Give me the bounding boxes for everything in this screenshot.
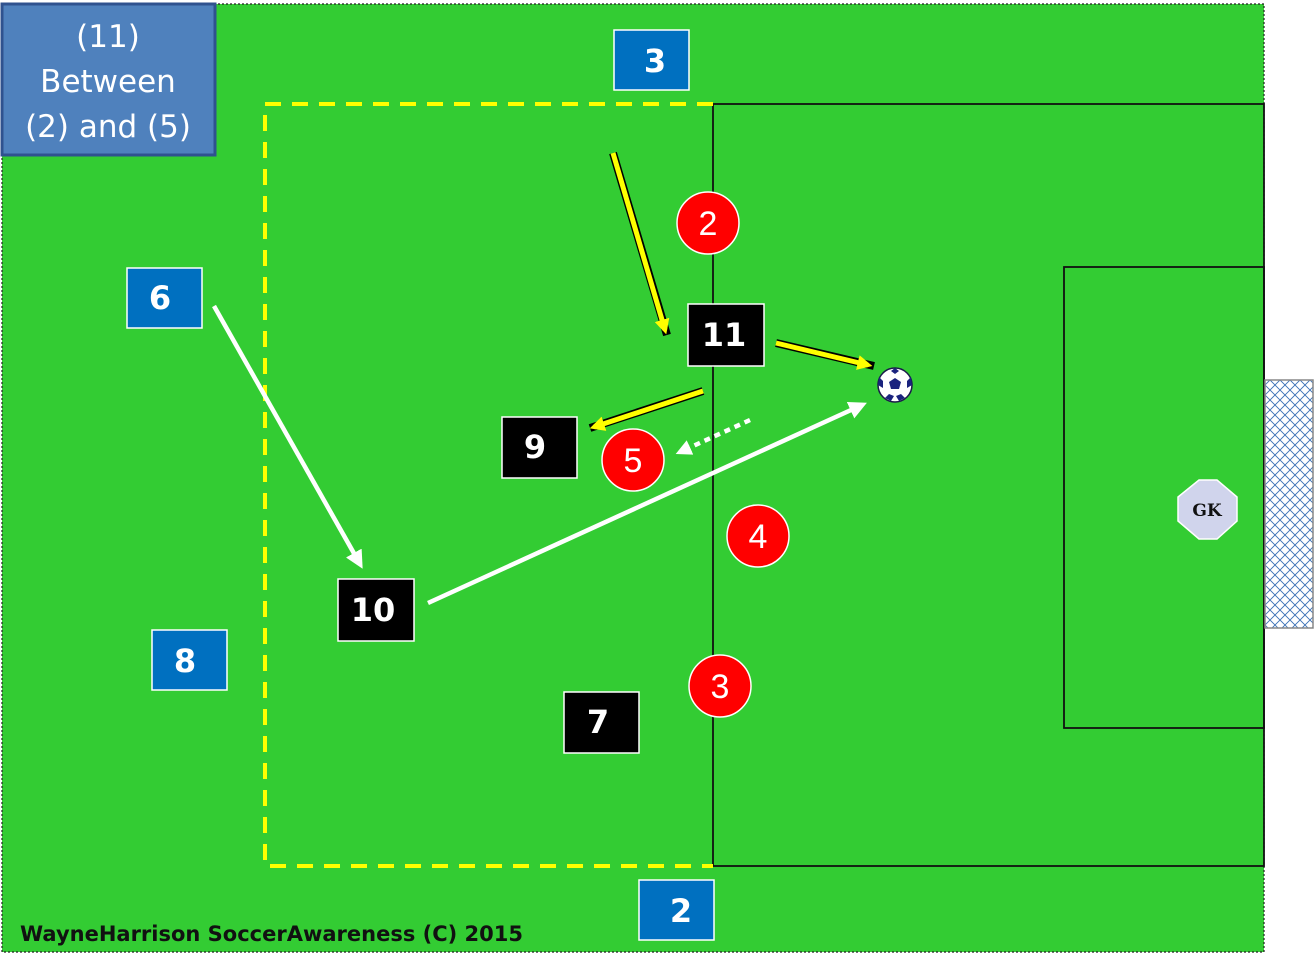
svg-text:5: 5 [624, 442, 643, 480]
blue-player-2: 2 [638, 879, 715, 941]
red-player-2: 2 [676, 191, 740, 255]
blue-player-8: 8 [151, 629, 228, 691]
goal-area [1063, 266, 1265, 729]
svg-text:4: 4 [749, 518, 768, 556]
pass-arrow-10-to-ball [427, 402, 867, 606]
svg-text:6: 6 [149, 279, 171, 317]
blue-player-3: 3 [613, 29, 690, 91]
title-box: (11) Between (2) and (5) [0, 2, 217, 157]
black-player-11: 11 [687, 303, 765, 367]
goalkeeper: GK [1177, 479, 1238, 540]
svg-text:9: 9 [524, 428, 546, 466]
black-player-10: 10 [337, 578, 415, 642]
svg-text:10: 10 [351, 591, 396, 629]
goal-net [1264, 379, 1314, 629]
pass-arrow-6-to-10 [212, 304, 363, 569]
soccer-ball-icon [877, 367, 913, 403]
run-arrow-11-to-ball [775, 339, 875, 370]
credit-text: WayneHarrison SoccerAwareness (C) 2015 [20, 922, 523, 946]
svg-text:2: 2 [699, 205, 718, 243]
run-arrow-11-down [609, 151, 671, 337]
zone-dashed-outline [263, 102, 713, 868]
red-player-4: 4 [726, 504, 790, 568]
svg-text:2: 2 [670, 892, 692, 930]
black-player-9: 9 [501, 416, 578, 479]
red-player-3: 3 [688, 654, 752, 718]
black-player-7: 7 [563, 691, 640, 754]
svg-text:3: 3 [644, 42, 666, 80]
defender-shift-arrow [675, 417, 751, 455]
red-player-5: 5 [601, 428, 665, 492]
svg-text:8: 8 [174, 642, 196, 680]
svg-text:3: 3 [711, 668, 730, 706]
title-line-3: (2) and (5) [25, 109, 191, 145]
title-line-2: Between [40, 64, 176, 100]
svg-text:7: 7 [587, 703, 609, 741]
svg-text:11: 11 [702, 316, 747, 354]
blue-player-6: 6 [126, 267, 203, 329]
title-line-1: (11) [76, 19, 140, 55]
svg-text:GK: GK [1192, 501, 1223, 521]
run-arrow-to-9 [588, 387, 705, 432]
